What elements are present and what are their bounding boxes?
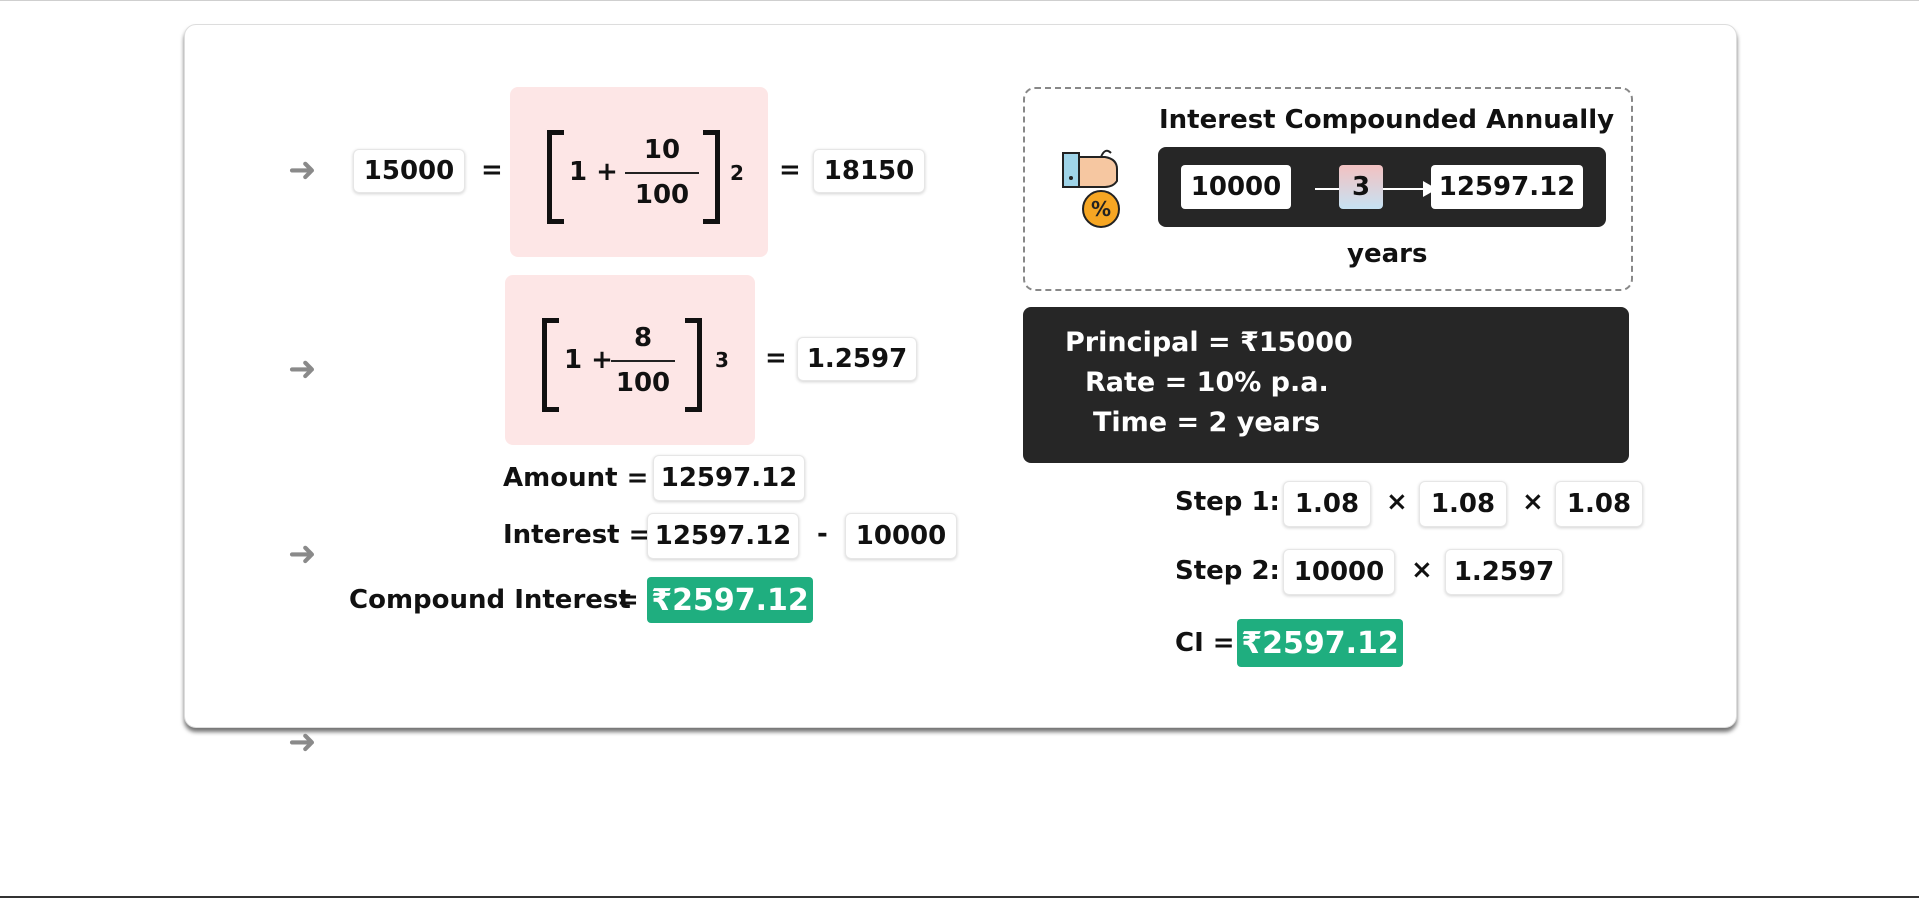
row-arrow-icon: ➜ bbox=[288, 349, 317, 389]
row-arrow-icon: ➜ bbox=[288, 150, 317, 190]
interest-label: Interest = bbox=[503, 520, 651, 550]
ci-label: CI = bbox=[1175, 628, 1235, 658]
annual-principal-value: 10000 bbox=[1181, 165, 1291, 209]
rate-text: Rate = 10% p.a. bbox=[1085, 367, 1329, 398]
amount-label: Amount = bbox=[503, 463, 649, 493]
fraction-denominator: 100 bbox=[615, 368, 671, 398]
fraction-bar bbox=[625, 172, 699, 174]
exponent: 2 bbox=[730, 161, 744, 185]
amount-value: 12597.12 bbox=[653, 455, 805, 501]
worked-example-card: 15000 = 1 + 10 100 2 = 18150 1 + 8 100 3… bbox=[184, 24, 1737, 728]
step2-label: Step 2: bbox=[1175, 556, 1280, 586]
minus-sign: - bbox=[817, 519, 828, 549]
compound-interest-result: ₹2597.12 bbox=[647, 577, 813, 623]
exponent: 3 bbox=[715, 348, 729, 372]
principal-text: Principal = ₹15000 bbox=[1065, 327, 1353, 358]
step1-factor-c: 1.08 bbox=[1555, 481, 1643, 527]
top-divider bbox=[0, 0, 1919, 1]
fraction-numerator: 8 bbox=[633, 323, 653, 353]
row-arrow-icon: ➜ bbox=[288, 722, 317, 762]
bottom-divider bbox=[0, 896, 1919, 898]
times-sign: × bbox=[1386, 487, 1408, 517]
times-sign: × bbox=[1411, 555, 1433, 585]
one-plus-text: 1 + bbox=[564, 345, 613, 375]
hand-money-bag-percent-icon: % bbox=[1062, 149, 1120, 228]
svg-text:%: % bbox=[1091, 197, 1111, 221]
left-bracket bbox=[542, 318, 559, 412]
compounded-annually-box bbox=[1023, 87, 1633, 291]
equals-sign: = bbox=[779, 155, 801, 185]
one-plus-text: 1 + bbox=[569, 157, 618, 187]
right-bracket bbox=[685, 318, 702, 412]
principal-value: 15000 bbox=[353, 149, 465, 193]
equals-sign: = bbox=[481, 155, 503, 185]
annual-box-title: Interest Compounded Annually bbox=[1159, 105, 1615, 135]
years-value: 3 bbox=[1339, 165, 1383, 209]
left-bracket bbox=[547, 130, 564, 224]
time-text: Time = 2 years bbox=[1093, 407, 1321, 438]
fraction-bar bbox=[611, 360, 675, 362]
growth-factor-value: 1.2597 bbox=[797, 337, 917, 381]
years-label: years bbox=[1347, 239, 1428, 269]
interest-principal-value: 10000 bbox=[845, 513, 957, 559]
step1-factor-a: 1.08 bbox=[1283, 481, 1371, 527]
right-bracket bbox=[703, 130, 720, 224]
equals-sign: = bbox=[617, 585, 639, 615]
step2-factor: 1.2597 bbox=[1445, 549, 1563, 595]
given-values-panel: Principal = ₹15000 Rate = 10% p.a. Time … bbox=[1023, 307, 1629, 463]
result-value: 18150 bbox=[813, 149, 925, 193]
compound-interest-label: Compound Interest bbox=[349, 585, 631, 615]
step1-label: Step 1: bbox=[1175, 487, 1280, 517]
fraction-numerator: 10 bbox=[643, 135, 681, 165]
times-sign: × bbox=[1522, 487, 1544, 517]
step1-factor-b: 1.08 bbox=[1419, 481, 1507, 527]
row-arrow-icon: ➜ bbox=[288, 534, 317, 574]
annual-amount-value: 12597.12 bbox=[1431, 165, 1583, 209]
fraction-denominator: 100 bbox=[634, 180, 690, 210]
ci-result: ₹2597.12 bbox=[1237, 619, 1403, 667]
step2-principal: 10000 bbox=[1283, 549, 1395, 595]
interest-amount-value: 12597.12 bbox=[647, 513, 799, 559]
equals-sign: = bbox=[765, 343, 787, 373]
